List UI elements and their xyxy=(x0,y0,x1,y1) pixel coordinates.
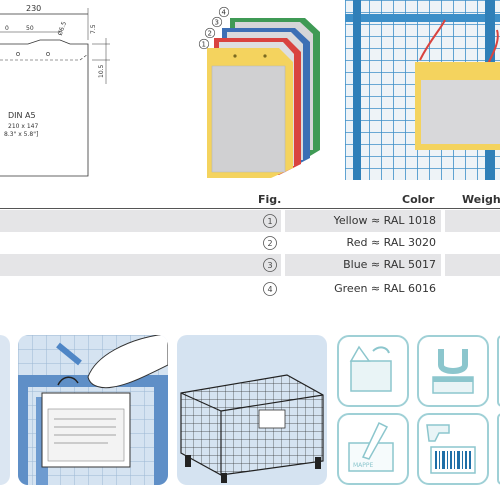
dim-hole-label: Ø6.5 xyxy=(57,21,69,37)
svg-text:2: 2 xyxy=(268,239,273,248)
header-fig: Fig. xyxy=(258,193,282,206)
row-color: Blue ≈ RAL 5017 xyxy=(343,258,436,271)
callout-2: 2 xyxy=(208,30,212,38)
peel-adhesive-icon xyxy=(337,335,409,407)
dim-a-label: 0 xyxy=(5,25,9,32)
table-header: Fig. Color Weigh xyxy=(0,190,500,210)
svg-text:4: 4 xyxy=(268,285,273,294)
photo-hanging-folder xyxy=(18,335,168,485)
row-color: Green ≈ RAL 6016 xyxy=(334,282,436,295)
table-row: 2 Red ≈ RAL 3020 xyxy=(0,232,500,254)
fig-badge: 2 xyxy=(263,236,277,250)
cage-label-photo xyxy=(345,0,500,180)
pen-text: MAPPE xyxy=(353,462,374,469)
format-title: DIN A5 xyxy=(8,111,36,120)
table-row: 4 Green ≈ RAL 6016 xyxy=(0,278,500,300)
callout-4: 4 xyxy=(222,9,227,17)
dim-c-label: 7.5 xyxy=(90,24,97,34)
photo-wire-basket xyxy=(177,335,327,485)
dim-b-label: 50 xyxy=(26,25,34,32)
tile-edge xyxy=(497,413,500,485)
dim-d-label: 10.5 xyxy=(98,64,105,78)
fig-badge: 3 xyxy=(263,258,277,272)
callout-1: 1 xyxy=(202,41,206,49)
table-row: 3 Blue ≈ RAL 5017 xyxy=(0,254,500,276)
row-color: Yellow ≈ RAL 1018 xyxy=(333,214,436,227)
fig-badge: 1 xyxy=(263,214,277,228)
photo-edge-left xyxy=(0,335,10,485)
barcode-scanner-icon xyxy=(417,413,489,485)
format-mm: 210 x 147 xyxy=(8,123,38,130)
fig-badge: 4 xyxy=(263,282,277,296)
dim-width-label: 230 xyxy=(26,4,41,13)
tile-edge xyxy=(497,335,500,407)
folder-stack-figure: 4 3 2 1 xyxy=(195,0,330,180)
callout-3: 3 xyxy=(215,19,219,27)
pen-write-icon: MAPPE xyxy=(337,413,409,485)
svg-text:1: 1 xyxy=(268,217,273,226)
header-color: Color xyxy=(402,193,435,206)
svg-text:3: 3 xyxy=(268,261,273,270)
format-in: 8.3" x 5.8"] xyxy=(4,131,38,138)
technical-drawing: 230 0 50 Ø6.5 7.5 10.5 DIN A5 210 x 147 … xyxy=(0,0,120,180)
header-rule xyxy=(0,208,500,209)
table-row: 1 Yellow ≈ RAL 1018 xyxy=(0,210,500,232)
magnet-icon xyxy=(417,335,489,407)
header-weight: Weigh xyxy=(462,193,500,206)
row-color: Red ≈ RAL 3020 xyxy=(346,236,436,249)
